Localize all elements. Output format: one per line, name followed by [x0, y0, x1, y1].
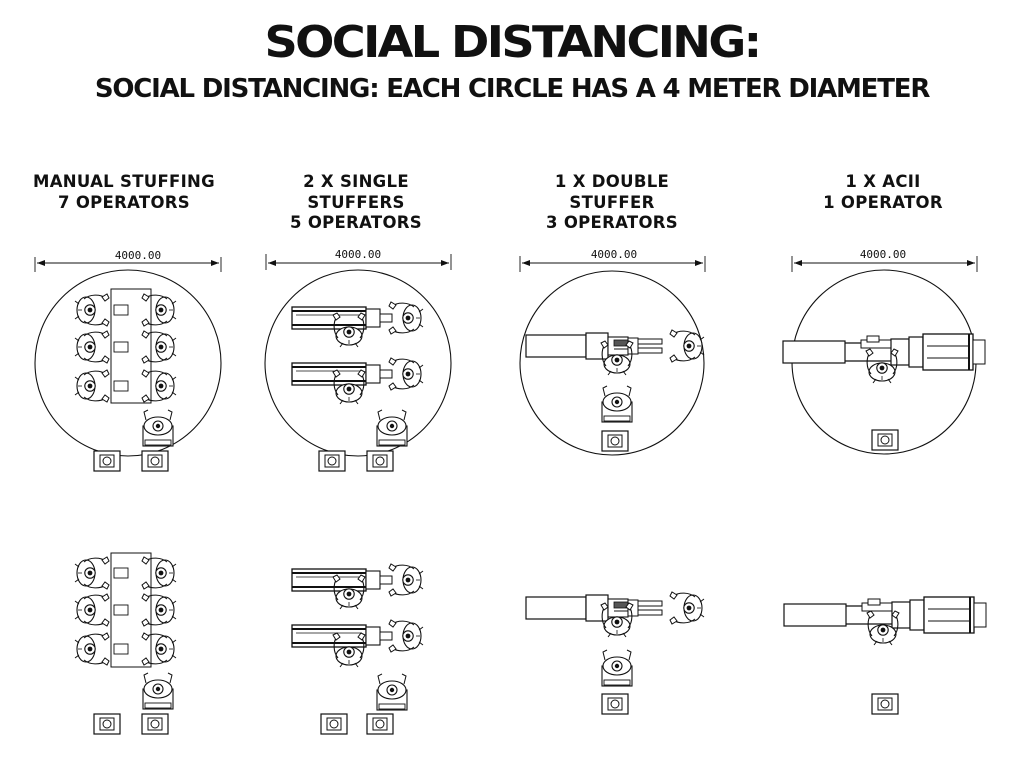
stuffer-machine: [291, 568, 393, 592]
dimension-line-col3: 4000.00: [519, 248, 706, 272]
pallet-icon: [601, 430, 629, 452]
stuffer-machine: [291, 362, 393, 386]
heading-line: STUFFER: [569, 192, 655, 212]
operator-icon: [669, 329, 705, 363]
operator-icon: [74, 593, 110, 627]
page-title: SOCIAL DISTANCING:: [264, 17, 762, 68]
acii-station-top: [782, 333, 986, 451]
pallet-icon: [141, 713, 169, 735]
seated-operator-icon: [376, 673, 408, 711]
stuffer-machine: [291, 624, 393, 648]
heading-line: 1 X ACII: [845, 172, 921, 191]
distance-circle: [34, 269, 222, 457]
manual-stuffing-station-top: [74, 288, 177, 472]
heading-line: 3 OPERATORS: [546, 213, 678, 232]
pallet-icon: [318, 450, 346, 472]
dimension-label: 4000.00: [860, 248, 906, 261]
seated-operator-icon: [142, 409, 174, 447]
pallet-icon: [601, 693, 629, 715]
operator-icon: [74, 330, 110, 364]
operator-icon: [388, 563, 424, 597]
pallet-icon: [93, 450, 121, 472]
dimension-label: 4000.00: [591, 248, 637, 261]
heading-line: MANUAL STUFFING: [33, 172, 215, 191]
seated-operator-icon: [376, 409, 408, 447]
pallet-icon: [93, 713, 121, 735]
dimension-label: 4000.00: [115, 249, 161, 262]
single-stuffers-station-bottom: [291, 563, 424, 735]
pallet-icon: [366, 713, 394, 735]
dimension-line-col2: 4000.00: [265, 248, 452, 270]
acii-station-bottom: [783, 596, 987, 715]
manual-stuffing-station-bottom: [74, 552, 177, 735]
heading-line: 7 OPERATORS: [58, 192, 190, 212]
double-stuffer-station-bottom: [525, 591, 705, 715]
heading-line: 1 OPERATOR: [823, 192, 943, 212]
seated-operator-icon: [142, 672, 174, 710]
seated-operator-icon: [601, 385, 633, 423]
dimension-line-col1: 4000.00: [34, 249, 222, 272]
operator-icon: [669, 591, 705, 625]
double-stuffer-machine: [525, 332, 663, 360]
pallet-icon: [871, 693, 899, 715]
operator-icon: [388, 619, 424, 653]
heading-line: 1 X DOUBLE: [554, 172, 670, 191]
pallet-icon: [320, 713, 348, 735]
operator-icon: [74, 632, 110, 666]
heading-line: STUFFERS: [307, 192, 405, 212]
operator-icon: [388, 357, 424, 391]
operator-icon: [74, 369, 110, 403]
operator-icon: [74, 556, 110, 590]
heading-line: 2 X SINGLE: [303, 172, 409, 191]
single-stuffers-station-top: [291, 301, 424, 472]
dimension-label: 4000.00: [335, 248, 381, 261]
stuffer-machine: [291, 306, 393, 330]
column-heading-manual-stuffing: MANUAL STUFFING 7 OPERATORS: [4, 172, 244, 213]
operator-icon: [388, 301, 424, 335]
column-heading-acii: 1 X ACII 1 OPERATOR: [763, 172, 1003, 213]
operator-icon: [865, 348, 899, 384]
heading-line: 5 OPERATORS: [290, 213, 422, 232]
column-heading-single-stuffers: 2 X SINGLE STUFFERS 5 OPERATORS: [236, 172, 476, 234]
double-stuffer-machine: [525, 594, 663, 622]
operator-icon: [74, 293, 110, 327]
distance-circle: [519, 270, 705, 456]
page-subtitle: SOCIAL DISTANCING: EACH CIRCLE HAS A 4 M…: [94, 74, 931, 104]
distance-circle: [264, 269, 452, 457]
column-heading-double-stuffer: 1 X DOUBLE STUFFER 3 OPERATORS: [492, 172, 732, 234]
pallet-icon: [871, 429, 899, 451]
pallet-icon: [366, 450, 394, 472]
dimension-line-col4: 4000.00: [791, 248, 978, 272]
seated-operator-icon: [601, 649, 633, 687]
pallet-icon: [141, 450, 169, 472]
